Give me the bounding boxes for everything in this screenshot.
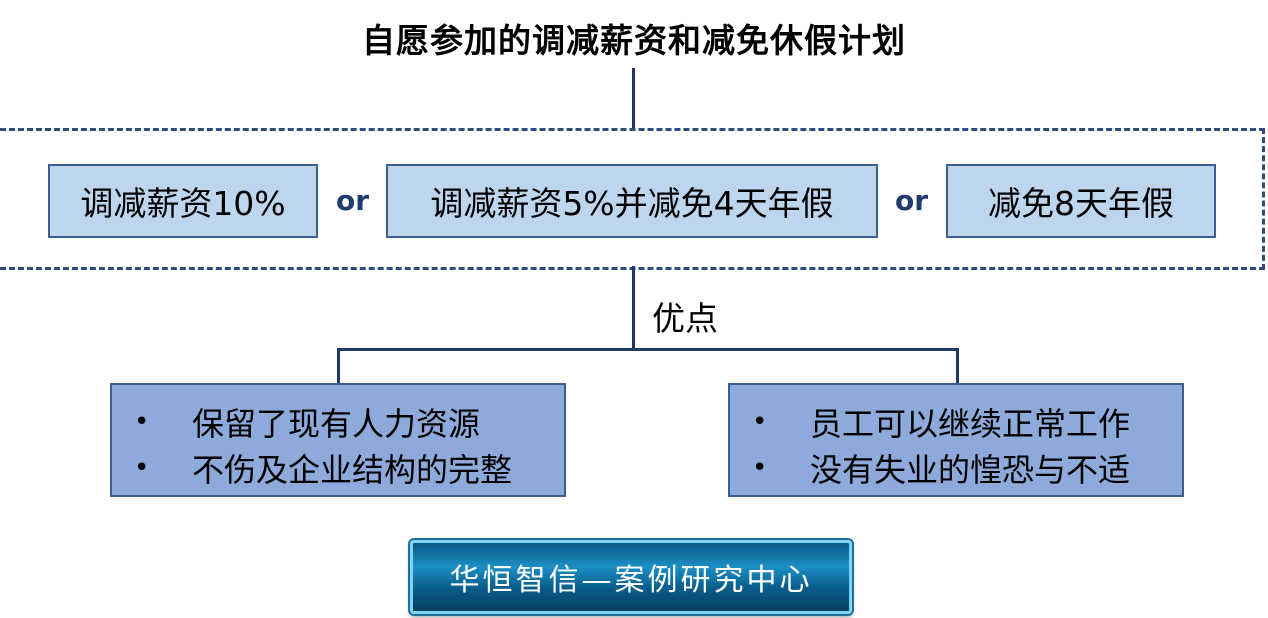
branch-right-line <box>956 348 959 384</box>
connector-title-to-options <box>632 68 635 130</box>
or-label-2: or <box>895 184 929 217</box>
list-item: • 员工可以继续正常工作 <box>752 399 1182 445</box>
list-item: • 没有失业的惶恐与不适 <box>752 445 1182 491</box>
list-item: • 保留了现有人力资源 <box>134 399 564 445</box>
benefit-text: 没有失业的惶恐与不适 <box>810 451 1131 489</box>
bullet-icon: • <box>752 453 768 483</box>
benefit-text: 不伤及企业结构的完整 <box>192 451 513 489</box>
option-box-1: 调减薪资10% <box>48 164 318 238</box>
source-badge: 华恒智信—案例研究中心 <box>410 540 852 614</box>
benefits-box-left: • 保留了现有人力资源 • 不伤及企业结构的完整 <box>110 383 566 497</box>
benefits-box-right: • 员工可以继续正常工作 • 没有失业的惶恐与不适 <box>728 383 1184 497</box>
option-label-2: 调减薪资5%并减免4天年假 <box>430 184 834 223</box>
benefit-text: 员工可以继续正常工作 <box>810 405 1131 443</box>
badge-text: 华恒智信—案例研究中心 <box>449 563 813 598</box>
bullet-icon: • <box>752 407 768 437</box>
option-label-3: 减免8天年假 <box>988 184 1174 223</box>
advantages-label: 优点 <box>652 299 718 338</box>
branch-horizontal-line <box>337 348 959 351</box>
option-box-3: 减免8天年假 <box>946 164 1216 238</box>
option-box-2: 调减薪资5%并减免4天年假 <box>386 164 878 238</box>
option-label-1: 调减薪资10% <box>80 184 286 223</box>
or-label-1: or <box>336 184 370 217</box>
branch-left-line <box>337 348 340 384</box>
list-item: • 不伤及企业结构的完整 <box>134 445 564 491</box>
benefit-text: 保留了现有人力资源 <box>192 405 481 443</box>
connector-options-to-benefits <box>632 266 635 350</box>
bullet-icon: • <box>134 407 150 437</box>
diagram-title: 自愿参加的调减薪资和减免休假计划 <box>362 21 906 60</box>
bullet-icon: • <box>134 453 150 483</box>
